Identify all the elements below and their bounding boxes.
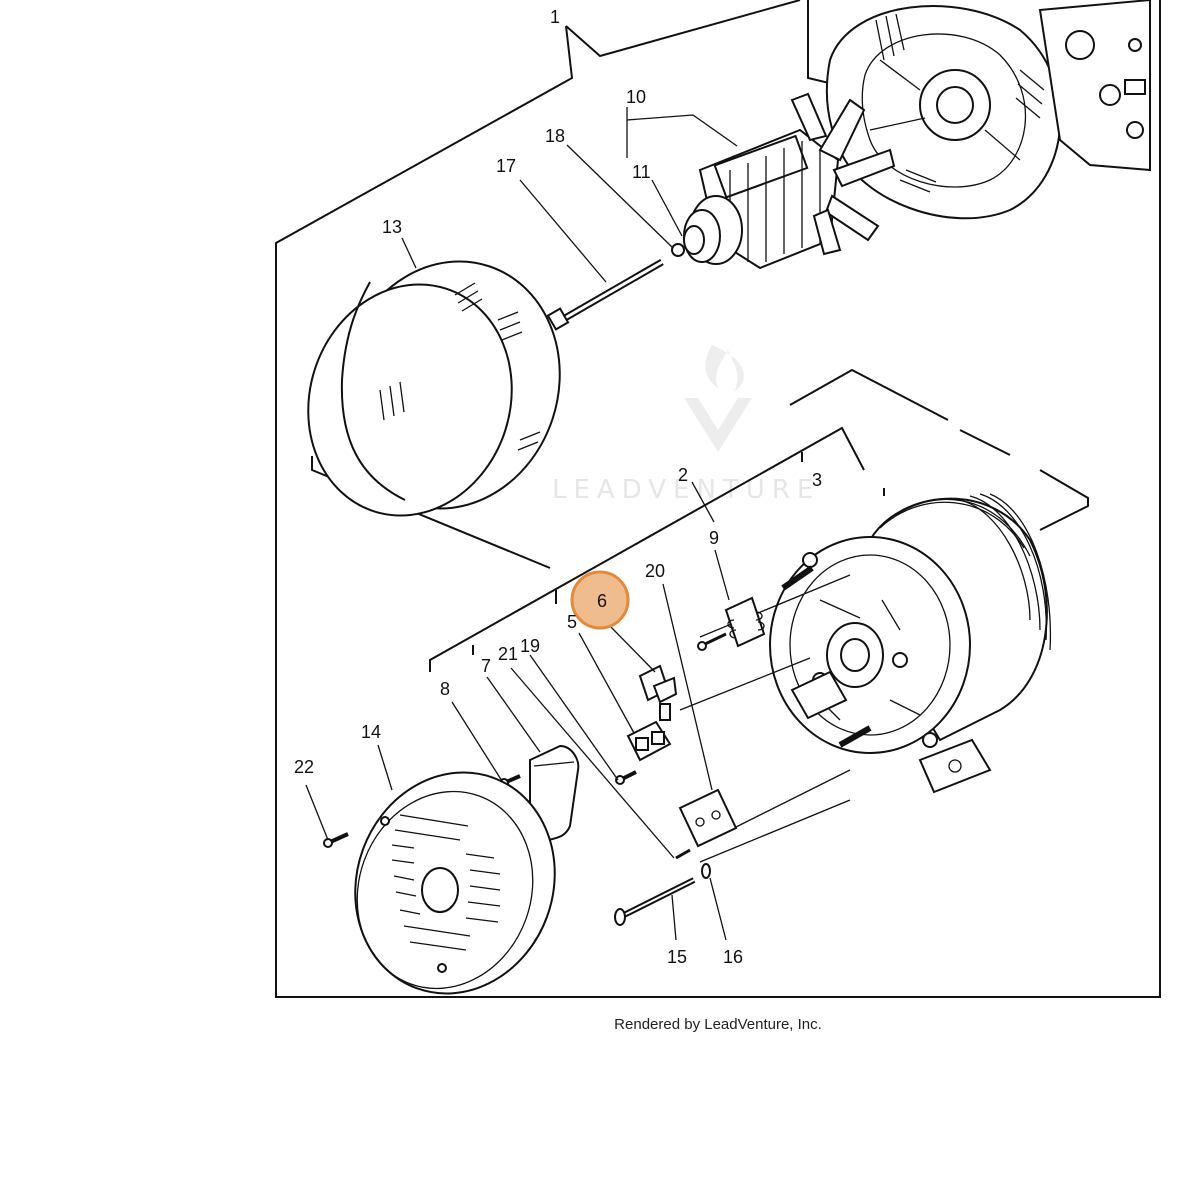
callout-15[interactable]: 15 xyxy=(667,947,687,967)
brush-holder-5 xyxy=(626,720,672,762)
callout-21[interactable]: 21 xyxy=(498,644,518,664)
footer-credit: Rendered by LeadVenture, Inc. xyxy=(614,1016,822,1033)
through-bolt-17 xyxy=(546,258,664,331)
callout-11[interactable]: 11 xyxy=(632,162,651,182)
callout-18[interactable]: 18 xyxy=(545,126,565,146)
terminal-20 xyxy=(675,788,738,860)
callout-9[interactable]: 9 xyxy=(709,528,719,548)
assembly-frame xyxy=(275,0,1161,998)
cover-band-13 xyxy=(307,260,561,517)
callout-16[interactable]: 16 xyxy=(723,947,743,967)
callout-labels: 1 2 3 5 6 7 8 9 10 11 13 14 15 16 17 18 … xyxy=(294,7,822,967)
callout-8[interactable]: 8 xyxy=(440,679,450,699)
callout-7[interactable]: 7 xyxy=(481,656,491,676)
highlight-circle xyxy=(570,570,630,630)
watermark-text: LEADVENTURE xyxy=(552,475,820,505)
rotor-assembly xyxy=(671,92,896,270)
callout-19[interactable]: 19 xyxy=(520,636,540,656)
cooling-fan xyxy=(790,92,896,256)
callout-2[interactable]: 2 xyxy=(678,465,688,485)
rectifier-9 xyxy=(697,596,766,651)
callout-1[interactable]: 1 xyxy=(550,7,560,27)
screw-19 xyxy=(615,770,637,785)
brush-6 xyxy=(638,664,678,721)
leadventure-watermark-logo: LEADVENTURE xyxy=(552,345,820,505)
callout-6[interactable]: 6 xyxy=(597,591,607,611)
assembly-lines xyxy=(679,574,851,863)
callout-3[interactable]: 3 xyxy=(812,470,822,490)
callout-14[interactable]: 14 xyxy=(361,722,381,742)
bolt-15 xyxy=(614,877,696,926)
stator-housing-3 xyxy=(769,493,1052,794)
callout-10[interactable]: 10 xyxy=(626,87,646,107)
callout-13[interactable]: 13 xyxy=(382,217,402,237)
callout-20[interactable]: 20 xyxy=(645,561,665,581)
callout-5[interactable]: 5 xyxy=(567,612,577,632)
callout-leaders xyxy=(305,107,738,941)
callout-22[interactable]: 22 xyxy=(294,757,314,777)
end-cover-14 xyxy=(354,771,556,995)
callout-17[interactable]: 17 xyxy=(496,156,516,176)
screw-22 xyxy=(323,832,349,848)
washer-16 xyxy=(701,863,711,879)
